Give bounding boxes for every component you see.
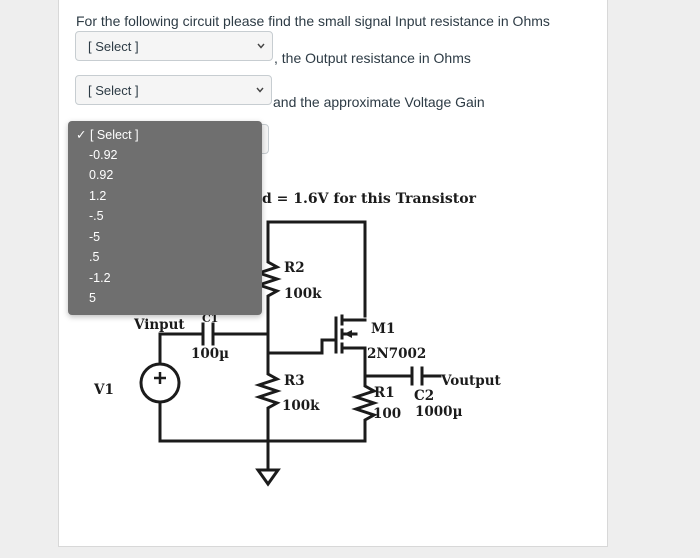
label-c1-name: C1 <box>202 312 218 325</box>
select-input-resistance-value: [ Select ] <box>88 39 139 54</box>
m1-arrow-icon <box>344 330 352 338</box>
r1-resistor <box>351 374 379 443</box>
dropdown-option-label: [ Select ] <box>89 128 139 142</box>
label-r3-value: 100k <box>282 398 320 414</box>
voltage-gain-dropdown[interactable]: ✓ [ Select ] -0.92 0.92 1.2 -.5 -5 .5 -1… <box>68 121 262 315</box>
dropdown-option[interactable]: -5 <box>89 230 101 244</box>
label-m1-part: 2N7002 <box>367 346 426 362</box>
label-r3-name: R3 <box>284 373 305 389</box>
ground-icon <box>255 468 281 487</box>
wire-top-rail <box>266 220 367 318</box>
circuit-note: d = 1.6V for this Transistor <box>262 191 477 207</box>
dropdown-option[interactable]: 5 <box>89 291 96 305</box>
chevron-down-icon <box>256 87 264 93</box>
label-voutput: Voutput <box>440 373 502 389</box>
dropdown-option[interactable]: -.5 <box>89 209 104 223</box>
c2-capacitor <box>410 366 424 386</box>
label-v1: V1 <box>93 382 114 398</box>
wire-gate <box>266 332 338 355</box>
select-output-resistance-value: [ Select ] <box>88 83 139 98</box>
label-m1-name: M1 <box>371 321 395 337</box>
label-r1-value: 100 <box>373 406 401 422</box>
dropdown-option[interactable]: .5 <box>89 250 100 264</box>
dropdown-option[interactable]: -0.92 <box>89 148 118 162</box>
label-r2-name: R2 <box>284 260 305 276</box>
label-c2-name: C2 <box>414 388 434 404</box>
dropdown-option[interactable]: 0.92 <box>89 168 114 182</box>
check-icon: ✓ <box>76 128 87 142</box>
wire-v1 <box>158 332 367 443</box>
question-prefix: For the following circuit please find th… <box>76 13 550 29</box>
select-input-resistance[interactable]: [ Select ] <box>75 31 273 61</box>
dropdown-option[interactable]: -1.2 <box>89 271 111 285</box>
r2-resistor <box>254 220 282 336</box>
label-c1-value: 100µ <box>191 346 229 362</box>
chevron-down-icon <box>257 43 265 49</box>
label-vinput: Vinput <box>133 317 185 333</box>
label-c2-value: 1000µ <box>415 404 463 420</box>
m1-transistor <box>334 314 367 354</box>
select-output-resistance[interactable]: [ Select ] <box>75 75 272 105</box>
r3-resistor <box>254 351 282 472</box>
c1-capacitor <box>201 322 215 346</box>
question-after-first: , the Output resistance in Ohms <box>274 50 471 66</box>
dropdown-option-select[interactable]: ✓ [ Select ] <box>76 127 139 142</box>
label-r2-value: 100k <box>284 286 322 302</box>
question-after-second: and the approximate Voltage Gain <box>273 94 485 110</box>
label-r1-name: R1 <box>374 385 395 401</box>
dropdown-option[interactable]: 1.2 <box>89 189 107 203</box>
